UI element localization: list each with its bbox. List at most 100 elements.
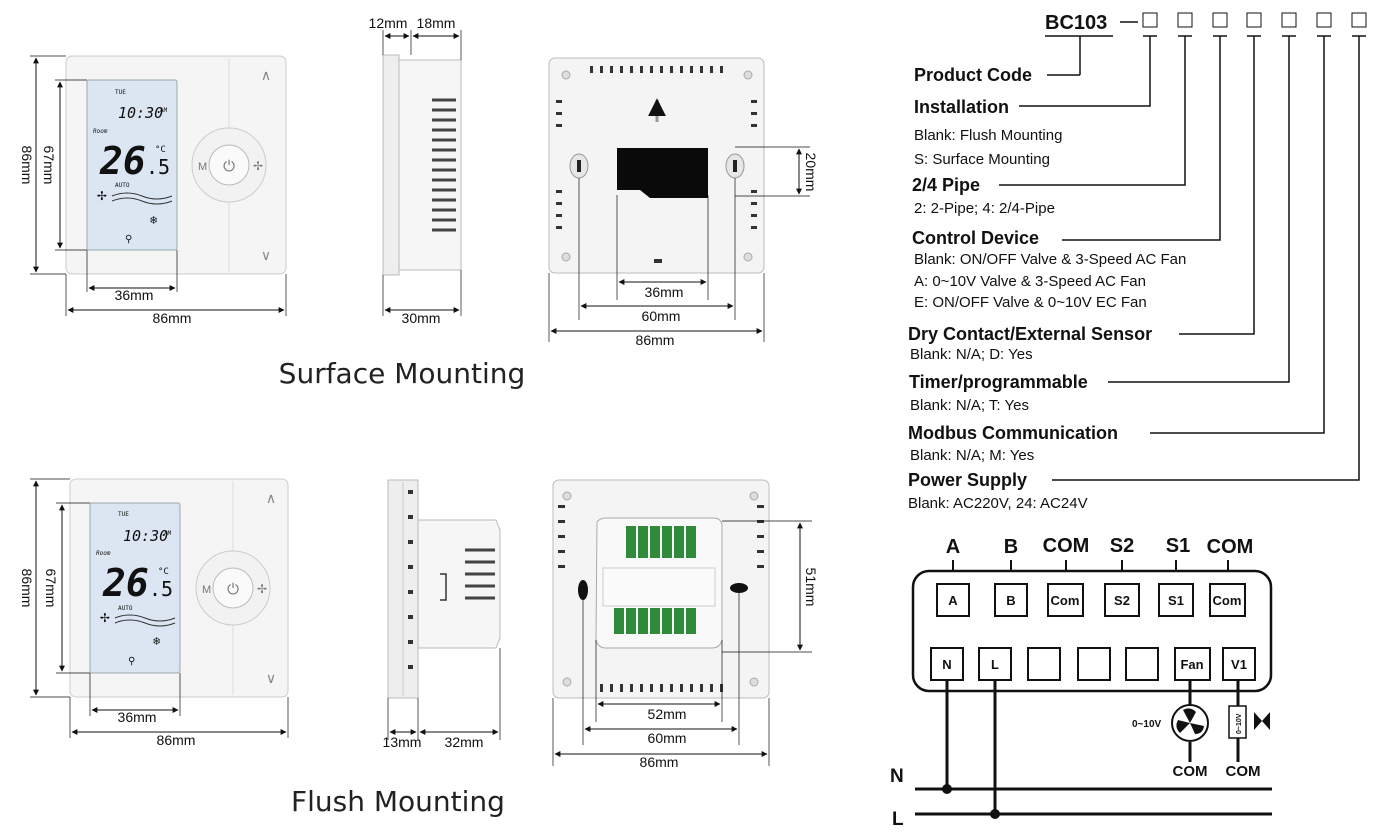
valve-actuator-icon (1228, 705, 1247, 739)
snowflake-icon: ❄ (150, 213, 157, 227)
control-device-title: Control Device (912, 228, 1039, 248)
control-device-option: E: ON/OFF Valve & 0~10V EC Fan (914, 294, 1147, 311)
flush-lcd-height: 67mm (43, 569, 59, 608)
lcd-ampm: AM (164, 530, 172, 537)
terminal-com: Com (1051, 593, 1080, 608)
valve-icon: ⚲ (125, 234, 132, 245)
lcd-wind-icon (111, 192, 173, 205)
up-arrow-icon[interactable]: ∧ (261, 67, 271, 83)
modbus-option: Blank: N/A; M: Yes (910, 447, 1034, 464)
lcd-unit: °C (155, 145, 166, 155)
surface-back-hole-spacing: 20mm (803, 153, 819, 192)
model-number: BC103 (1045, 12, 1107, 34)
flush-back-mid: 60mm (648, 730, 687, 746)
lcd-day: TUE (115, 89, 126, 96)
valve-icon (1254, 712, 1270, 730)
lcd-fan-icon: ✢ (100, 607, 110, 626)
pipe-option: 2: 2-Pipe; 4: 2/4-Pipe (914, 200, 1055, 217)
lcd-fan-icon: ✢ (97, 185, 107, 204)
lcd-ampm: AM (160, 107, 168, 114)
live-bus-label: L (892, 809, 904, 830)
flush-mounting-caption: Flush Mounting (291, 785, 505, 818)
terminal-l: L (991, 657, 999, 672)
control-device-option: A: 0~10V Valve & 3-Speed AC Fan (914, 273, 1146, 290)
lcd-temperature: 26 (99, 139, 146, 183)
mode-button[interactable]: M (198, 161, 207, 173)
modbus-title: Modbus Communication (908, 423, 1118, 443)
terminal-label-a: A (946, 536, 960, 558)
terminal-a: A (948, 593, 958, 608)
surface-side-view: 12mm 18mm 30mm (369, 15, 462, 326)
power-icon[interactable]: ⏻ (227, 581, 239, 598)
surface-side-depth: 30mm (402, 310, 441, 326)
neutral-bus-label: N (890, 766, 904, 787)
flush-front-width: 86mm (157, 732, 196, 748)
surface-lcd-width: 36mm (115, 287, 154, 303)
flush-side-depth: 32mm (445, 734, 484, 750)
terminal-label-com: COM (1207, 536, 1254, 558)
dry-contact-title: Dry Contact/External Sensor (908, 324, 1152, 344)
valve-signal-label: 0~10V (1236, 713, 1243, 734)
flush-side-view: 13mm 32mm (383, 479, 501, 750)
flush-lcd-width: 36mm (118, 709, 157, 725)
control-device-option: Blank: ON/OFF Valve & 3-Speed AC Fan (914, 251, 1186, 268)
flush-front-view: TUE 10:30 AM Room 26 .5 °C ✢ AUTO ❄ ⚲ ⏻ … (19, 478, 289, 748)
product-code-label: Product Code (914, 65, 1032, 85)
timer-option: Blank: N/A; T: Yes (910, 397, 1029, 414)
terminal-b: B (1006, 593, 1015, 608)
terminal-s1: S1 (1168, 593, 1184, 608)
down-arrow-icon[interactable]: ∨ (261, 247, 271, 263)
flush-side-plate: 13mm (383, 734, 422, 750)
valve-icon: ⚲ (128, 656, 135, 667)
flush-front-height: 86mm (19, 569, 35, 608)
lcd-day: TUE (118, 511, 129, 518)
fan-button-icon[interactable]: ✢ (253, 159, 263, 173)
lcd-mode: AUTO (118, 605, 133, 612)
pipe-title: 2/4 Pipe (912, 175, 980, 195)
lcd-temperature-decimal: .5 (149, 577, 173, 601)
fan-button-icon[interactable]: ✢ (257, 582, 267, 596)
down-arrow-icon[interactable]: ∨ (266, 670, 276, 686)
wiring-diagram: A B COM S2 S1 COM A B Com S2 S1 Com N L (890, 535, 1273, 830)
lcd-temperature-decimal: .5 (146, 155, 170, 179)
snowflake-icon: ❄ (153, 634, 160, 648)
installation-option: Blank: Flush Mounting (914, 127, 1062, 144)
power-supply-option: Blank: AC220V, 24: AC24V (908, 495, 1088, 512)
installation-title: Installation (914, 97, 1009, 117)
fan-com-label: COM (1173, 763, 1208, 780)
lcd-wind-icon (114, 614, 176, 627)
surface-back-inner: 36mm (645, 284, 684, 300)
terminal-n: N (942, 657, 951, 672)
flush-back-inner: 52mm (648, 706, 687, 722)
terminal-label-s2: S2 (1110, 535, 1134, 557)
surface-mounting-caption: Surface Mounting (279, 357, 526, 390)
surface-side-top-right: 18mm (417, 15, 456, 31)
surface-lcd-height: 67mm (41, 146, 57, 185)
mode-button[interactable]: M (202, 584, 211, 596)
valve-com-label: COM (1226, 763, 1261, 780)
power-supply-title: Power Supply (908, 470, 1027, 490)
lcd-time: 10:30 (123, 527, 168, 545)
lcd-mode: AUTO (115, 182, 130, 189)
lcd-temperature: 26 (102, 561, 149, 605)
terminal-label-b: B (1004, 536, 1018, 558)
dry-contact-option: Blank: N/A; D: Yes (910, 346, 1033, 363)
fan-signal-label: 0~10V (1132, 719, 1162, 730)
terminal-label-s1: S1 (1166, 535, 1190, 557)
lcd-room: Room (93, 128, 108, 135)
flush-back-width: 86mm (640, 754, 679, 770)
lcd-unit: °C (158, 567, 169, 577)
terminal-v1: V1 (1231, 657, 1247, 672)
surface-side-top-left: 12mm (369, 15, 408, 31)
lcd-room: Room (96, 550, 111, 557)
flush-back-view: 51mm 52mm 60mm 86mm (552, 479, 819, 770)
surface-front-view: TUE 10:30 AM Room 26 .5 °C ✢ AUTO ❄ ⚲ ⏻ … (19, 55, 287, 326)
surface-back-width: 86mm (636, 332, 675, 348)
up-arrow-icon[interactable]: ∧ (266, 490, 276, 506)
lcd-time: 10:30 (118, 104, 163, 122)
power-icon[interactable]: ⏻ (223, 158, 235, 175)
flush-back-height: 51mm (803, 568, 819, 607)
terminal-com: Com (1213, 593, 1242, 608)
installation-option: S: Surface Mounting (914, 151, 1050, 168)
